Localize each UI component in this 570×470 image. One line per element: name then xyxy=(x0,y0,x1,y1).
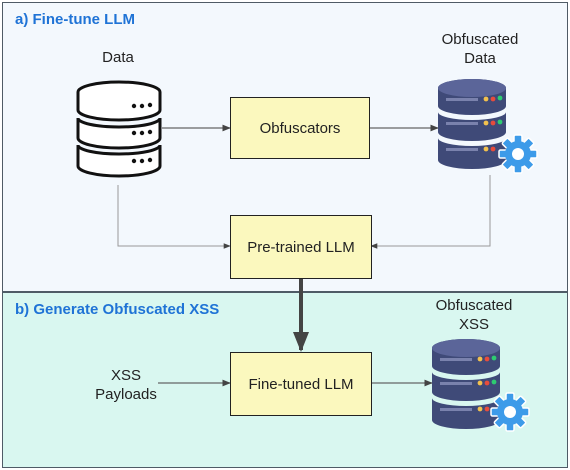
obfuscated-data-label: Obfuscated Data xyxy=(420,30,540,68)
gear-icon xyxy=(498,134,538,174)
arrow-obfuscated-data-to-pretrained xyxy=(370,175,491,249)
obfuscated-xss-label-line2: XSS xyxy=(458,316,489,333)
database-outline-icon xyxy=(76,80,162,178)
server-database-gear-icon xyxy=(432,339,530,432)
pretrained-llm-box: Pre-trained LLM xyxy=(230,215,372,279)
panel-a-title: a) Fine-tune LLM xyxy=(15,11,135,28)
xss-payloads-label: XSS Payloads xyxy=(86,366,166,404)
obfuscated-xss-label-line1: Obfuscated xyxy=(435,297,513,314)
panel-b-title: b) Generate Obfuscated XSS xyxy=(15,301,220,318)
data-label: Data xyxy=(102,49,134,66)
obfuscators-box: Obfuscators xyxy=(230,97,370,159)
server-database-gear-icon xyxy=(438,79,538,174)
finetuned-llm-box: Fine-tuned LLM xyxy=(230,352,372,416)
xss-payloads-label-line1: XSS xyxy=(110,367,141,384)
xss-payloads-label-line2: Payloads xyxy=(95,386,157,403)
obfuscated-xss-label: Obfuscated XSS xyxy=(414,296,534,334)
obfuscated-data-label-line1: Obfuscated xyxy=(441,31,519,48)
arrow-data-to-pretrained xyxy=(117,185,231,249)
gear-icon xyxy=(490,392,530,432)
obfuscated-data-label-line2: Data xyxy=(464,50,496,67)
